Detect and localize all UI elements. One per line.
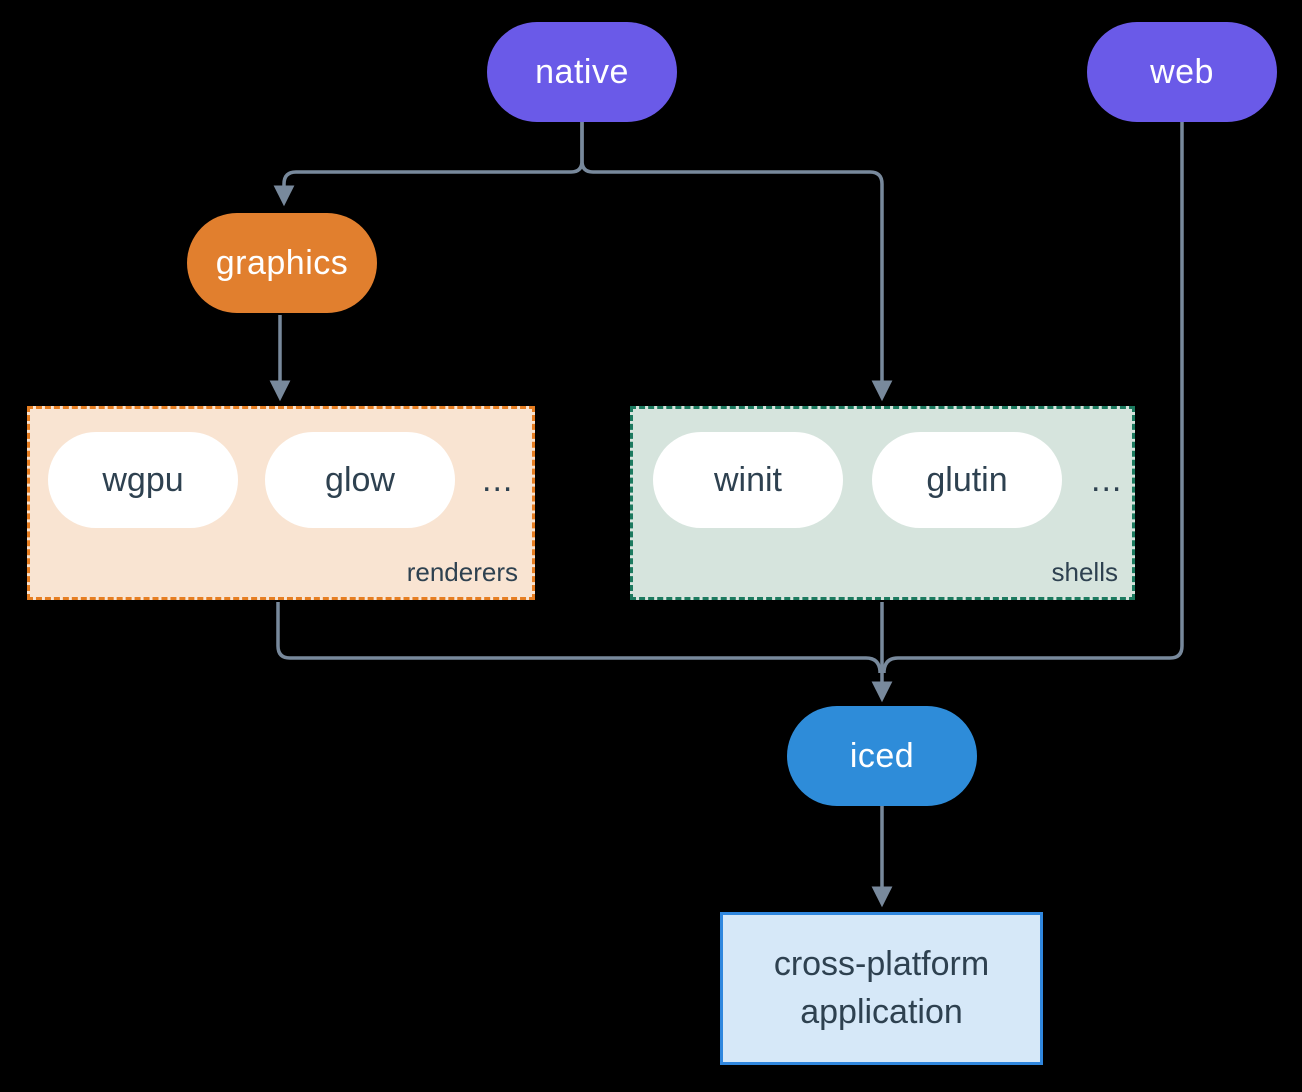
node-iced-label: iced	[849, 736, 915, 775]
renderers-ellipsis: ...	[482, 460, 514, 499]
node-glutin-label: glutin	[926, 460, 1008, 499]
group-renderers-items: wgpu glow ...	[30, 409, 532, 528]
node-glow: glow	[265, 432, 455, 528]
node-wgpu-label: wgpu	[102, 460, 184, 499]
node-glutin: glutin	[872, 432, 1062, 528]
node-winit: winit	[653, 432, 843, 528]
application-label-line2: application	[800, 992, 963, 1031]
node-wgpu: wgpu	[48, 432, 238, 528]
application-label-line1: cross-platform	[773, 944, 990, 983]
node-cross-platform-application: cross-platform application	[720, 912, 1043, 1065]
node-native-label: native	[535, 52, 629, 91]
group-shells-items: winit glutin ...	[633, 409, 1132, 528]
node-native: native	[487, 22, 677, 122]
connector-native-to-graphics	[273, 122, 584, 207]
shells-ellipsis: ...	[1091, 460, 1123, 499]
connector-renderers-to-junction	[276, 602, 882, 673]
node-graphics: graphics	[187, 213, 377, 313]
node-web: web	[1087, 22, 1277, 122]
node-glow-label: glow	[325, 460, 395, 499]
node-iced: iced	[787, 706, 977, 806]
node-web-label: web	[1150, 52, 1214, 91]
group-renderers: wgpu glow ... renderers	[27, 406, 535, 600]
connector-native-to-shells	[580, 122, 893, 402]
node-winit-label: winit	[713, 460, 783, 499]
node-graphics-label: graphics	[215, 243, 349, 282]
group-shells-label: shells	[1051, 557, 1118, 587]
group-shells: winit glutin ... shells	[630, 406, 1135, 600]
group-renderers-label: renderers	[406, 557, 518, 587]
